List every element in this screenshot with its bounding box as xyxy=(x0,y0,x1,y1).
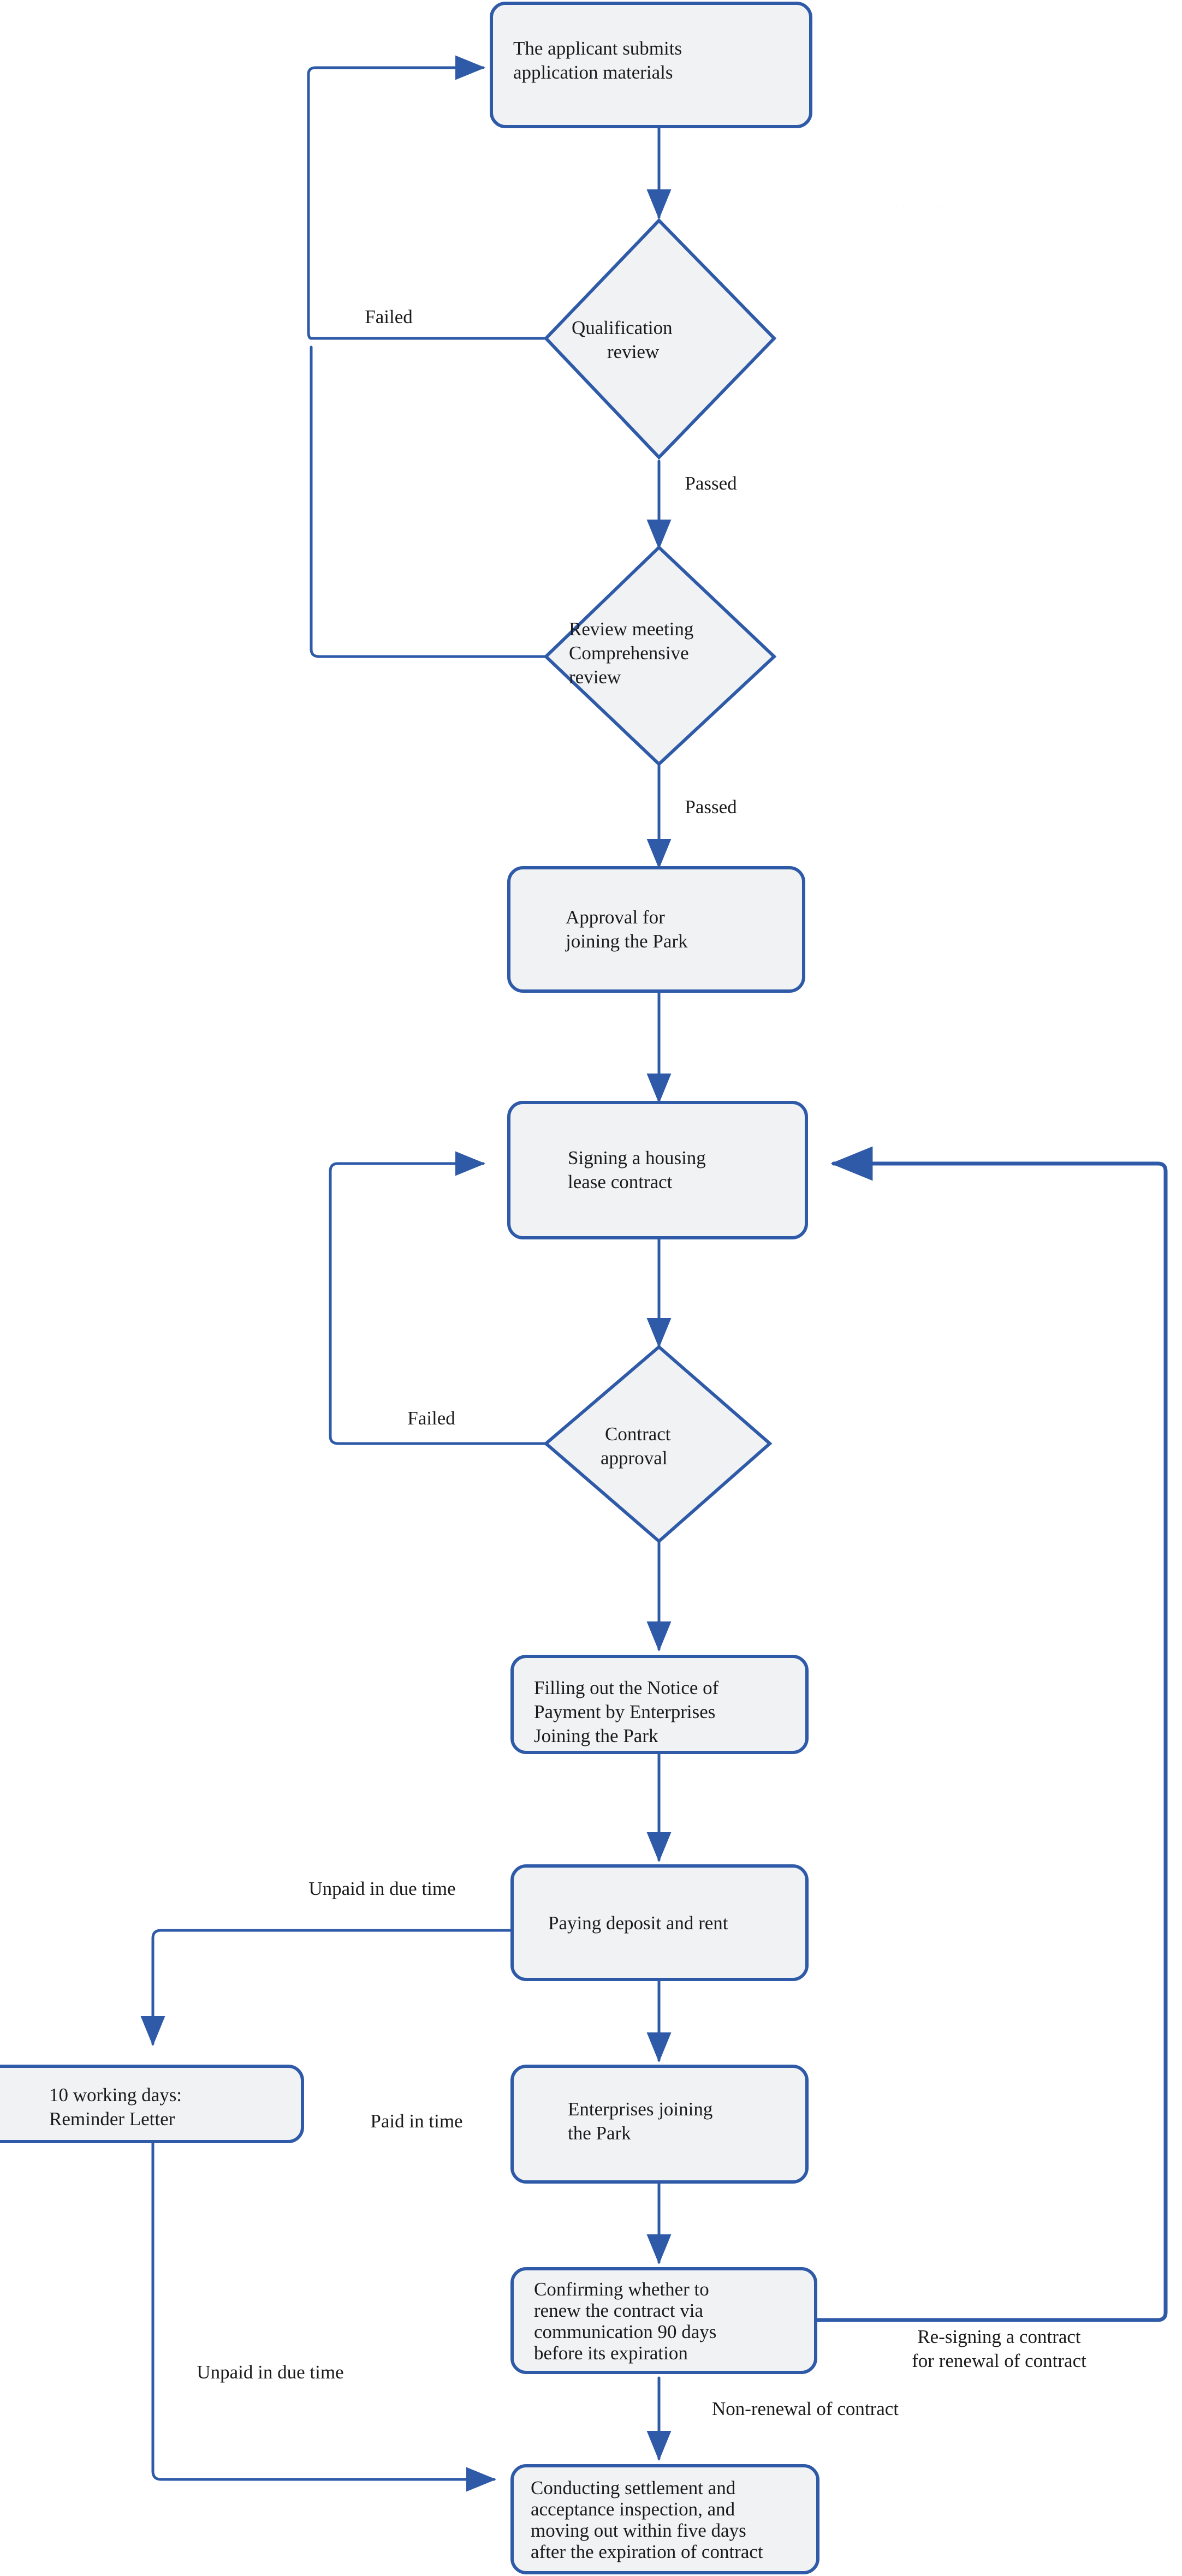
node-confirm-renew-line-0: Confirming whether to xyxy=(534,2279,709,2300)
node-qualification-line-1: review xyxy=(607,341,660,362)
node-enterprises-join-line-1: the Park xyxy=(568,2122,631,2144)
node-contract-approval-line-1: approval xyxy=(601,1447,668,1469)
node-notice-payment[interactable]: Filling out the Notice of Payment by Ent… xyxy=(510,1655,809,1754)
label-unpaid-bottom: Unpaid in due time xyxy=(197,2362,343,2383)
node-submit-line-1: application materials xyxy=(513,62,673,83)
node-submit-shape[interactable] xyxy=(490,2,812,128)
node-qualification-line-0: Qualification xyxy=(572,317,673,338)
label-failed-contract: Failed xyxy=(407,1408,455,1429)
node-approval-join-line-0: Approval for xyxy=(566,907,665,928)
node-submit[interactable]: The applicant submits application materi… xyxy=(490,2,812,128)
node-enterprises-join[interactable]: Enterprises joining the Park xyxy=(510,2065,809,2184)
node-notice-payment-line-0: Filling out the Notice of xyxy=(534,1677,719,1698)
node-paying-line-0: Paying deposit and rent xyxy=(548,1912,728,1934)
node-enterprises-join-shape[interactable] xyxy=(510,2065,809,2184)
node-reminder-shape[interactable] xyxy=(0,2065,304,2143)
node-settlement[interactable]: Conducting settlement and acceptance ins… xyxy=(510,2464,819,2574)
node-paying-shape[interactable] xyxy=(510,1864,809,1981)
node-contract-approval-line-0: Contract xyxy=(605,1423,671,1445)
faint-watermark-text: · · · · · · ·· · · · · · xyxy=(895,203,980,212)
label-renewal-line-0: Re-signing a contract xyxy=(917,2326,1081,2347)
node-confirm-renew-line-3: before its expiration xyxy=(534,2342,688,2364)
node-settlement-line-0: Conducting settlement and xyxy=(531,2477,736,2499)
node-confirm-renew-shape[interactable] xyxy=(510,2267,817,2374)
node-signing-lease-line-1: lease contract xyxy=(568,1171,673,1192)
node-review-meeting-line-1: Comprehensive xyxy=(569,642,689,664)
node-reminder[interactable]: 10 working days: Reminder Letter xyxy=(0,2065,304,2143)
node-signing-lease-shape[interactable] xyxy=(507,1101,808,1239)
node-confirm-renew-line-2: communication 90 days xyxy=(534,2321,716,2342)
edge-review-meeting-failed xyxy=(310,345,548,658)
label-non-renewal: Non-renewal of contract xyxy=(712,2398,899,2419)
node-qualification-review[interactable]: Qualification review xyxy=(543,218,777,460)
node-approval-join[interactable]: Approval for joining the Park xyxy=(507,866,805,993)
label-failed-qualification: Failed xyxy=(365,306,413,327)
node-confirm-renew[interactable]: Confirming whether to renew the contract… xyxy=(510,2267,817,2374)
edge-reminder-unpaid xyxy=(151,2139,497,2492)
label-renewal-line-1: for renewal of contract xyxy=(912,2350,1086,2371)
node-review-meeting[interactable]: Review meeting Comprehensive review xyxy=(543,545,777,767)
node-approval-join-shape[interactable] xyxy=(507,866,805,993)
label-passed-qualification: Passed xyxy=(685,473,737,494)
node-notice-payment-line-1: Payment by Enterprises xyxy=(534,1701,715,1722)
node-signing-lease-line-0: Signing a housing xyxy=(568,1147,706,1168)
edge-labels: Failed Passed Passed Failed Unpaid in du… xyxy=(197,306,1086,2419)
edge-qualification-failed xyxy=(307,55,548,340)
node-notice-payment-shape[interactable] xyxy=(510,1655,809,1754)
node-notice-payment-line-2: Joining the Park xyxy=(534,1725,658,1746)
node-review-meeting-line-0: Review meeting xyxy=(569,618,693,640)
node-review-meeting-shape[interactable] xyxy=(543,545,777,767)
node-review-meeting-line-2: review xyxy=(569,666,621,688)
node-contract-approval[interactable]: Contract approval xyxy=(543,1345,773,1543)
node-settlement-line-1: acceptance inspection, and xyxy=(531,2499,735,2520)
node-signing-lease[interactable]: Signing a housing lease contract xyxy=(507,1101,808,1239)
node-qualification-shape[interactable] xyxy=(543,218,777,460)
node-reminder-line-0: 10 working days: xyxy=(49,2084,182,2106)
label-paid-in-time: Paid in time xyxy=(370,2110,462,2132)
node-reminder-line-1: Reminder Letter xyxy=(49,2108,175,2130)
edge-contract-failed xyxy=(329,1151,548,1445)
node-confirm-renew-line-1: renew the contract via xyxy=(534,2300,703,2321)
node-settlement-line-3: after the expiration of contract xyxy=(531,2541,763,2562)
node-paying[interactable]: Paying deposit and rent xyxy=(510,1864,809,1981)
label-unpaid-top: Unpaid in due time xyxy=(308,1878,455,1899)
edges xyxy=(140,55,1168,2492)
edge-paying-unpaid xyxy=(140,1929,514,2047)
node-enterprises-join-line-0: Enterprises joining xyxy=(568,2098,712,2120)
node-approval-join-line-1: joining the Park xyxy=(565,931,688,952)
node-settlement-line-2: moving out within five days xyxy=(531,2520,746,2541)
node-contract-approval-shape[interactable] xyxy=(543,1345,773,1543)
edge-renewal-resign xyxy=(813,1146,1168,2322)
node-submit-line-0: The applicant submits xyxy=(513,38,682,59)
node-settlement-shape[interactable] xyxy=(510,2464,819,2574)
label-passed-review-meeting: Passed xyxy=(685,796,737,818)
